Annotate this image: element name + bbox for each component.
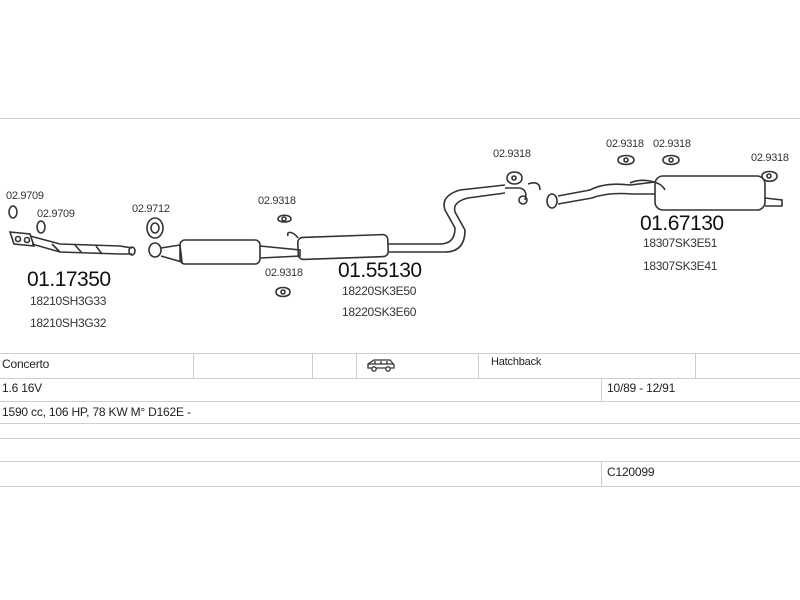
center-silencer-icon	[148, 184, 506, 265]
catalog-number: C120099	[607, 465, 655, 479]
engine: 1.6 16V	[2, 381, 42, 395]
hanger-tail-pipe-icon	[505, 171, 541, 205]
hanger-rear-1-label: 02.9318	[606, 138, 644, 150]
engine-spec: 1590 cc, 106 HP, 78 KW M° D162E -	[2, 405, 191, 419]
exhaust-drawing	[8, 154, 783, 298]
hanger-rear-2-icon	[662, 154, 680, 166]
rear-silencer-number: 01.67130	[640, 212, 724, 235]
center-silencer-number: 01.55130	[338, 259, 422, 282]
body-type-icon	[366, 357, 396, 376]
hanger-mid-upper-label: 02.9318	[258, 195, 296, 207]
center-silencer-oe-2: 18220SK3E60	[342, 305, 417, 319]
front-pipe-oe-2: 18210SH3G32	[30, 316, 107, 330]
hanger-rear-3-icon	[761, 170, 778, 183]
clamp-a-label: 02.9709	[6, 190, 44, 202]
front-pipe-oe-1: 18210SH3G33	[30, 294, 107, 308]
hanger-rear-3-label: 02.9318	[751, 152, 789, 164]
hanger-tail-pipe-label: 02.9318	[493, 148, 531, 160]
hanger-rear-1-icon	[617, 154, 635, 166]
clamp-a-icon	[8, 205, 18, 219]
rear-silencer-oe-1: 18307SK3E51	[643, 236, 718, 250]
hanger-rear-2-label: 02.9318	[653, 138, 691, 150]
vehicle-model: Concerto	[2, 357, 50, 371]
front-pipe-icon	[8, 231, 136, 256]
body-type: Hatchback	[491, 356, 542, 368]
top-border	[0, 118, 800, 119]
hanger-mid-lower-label: 02.9318	[265, 267, 303, 279]
front-pipe-number: 01.17350	[27, 268, 111, 291]
hanger-mid-upper-icon	[277, 214, 299, 239]
center-silencer-oe-1: 18220SK3E50	[342, 284, 417, 298]
clamp-b-label: 02.9709	[37, 208, 75, 220]
gasket-icon	[146, 217, 164, 239]
clamp-b-icon	[36, 220, 46, 234]
production-years: 10/89 - 12/91	[607, 381, 676, 395]
gasket-label: 02.9712	[132, 203, 170, 215]
hanger-mid-lower-icon	[275, 286, 291, 298]
rear-silencer-icon	[546, 175, 783, 211]
rear-silencer-oe-2: 18307SK3E41	[643, 259, 718, 273]
